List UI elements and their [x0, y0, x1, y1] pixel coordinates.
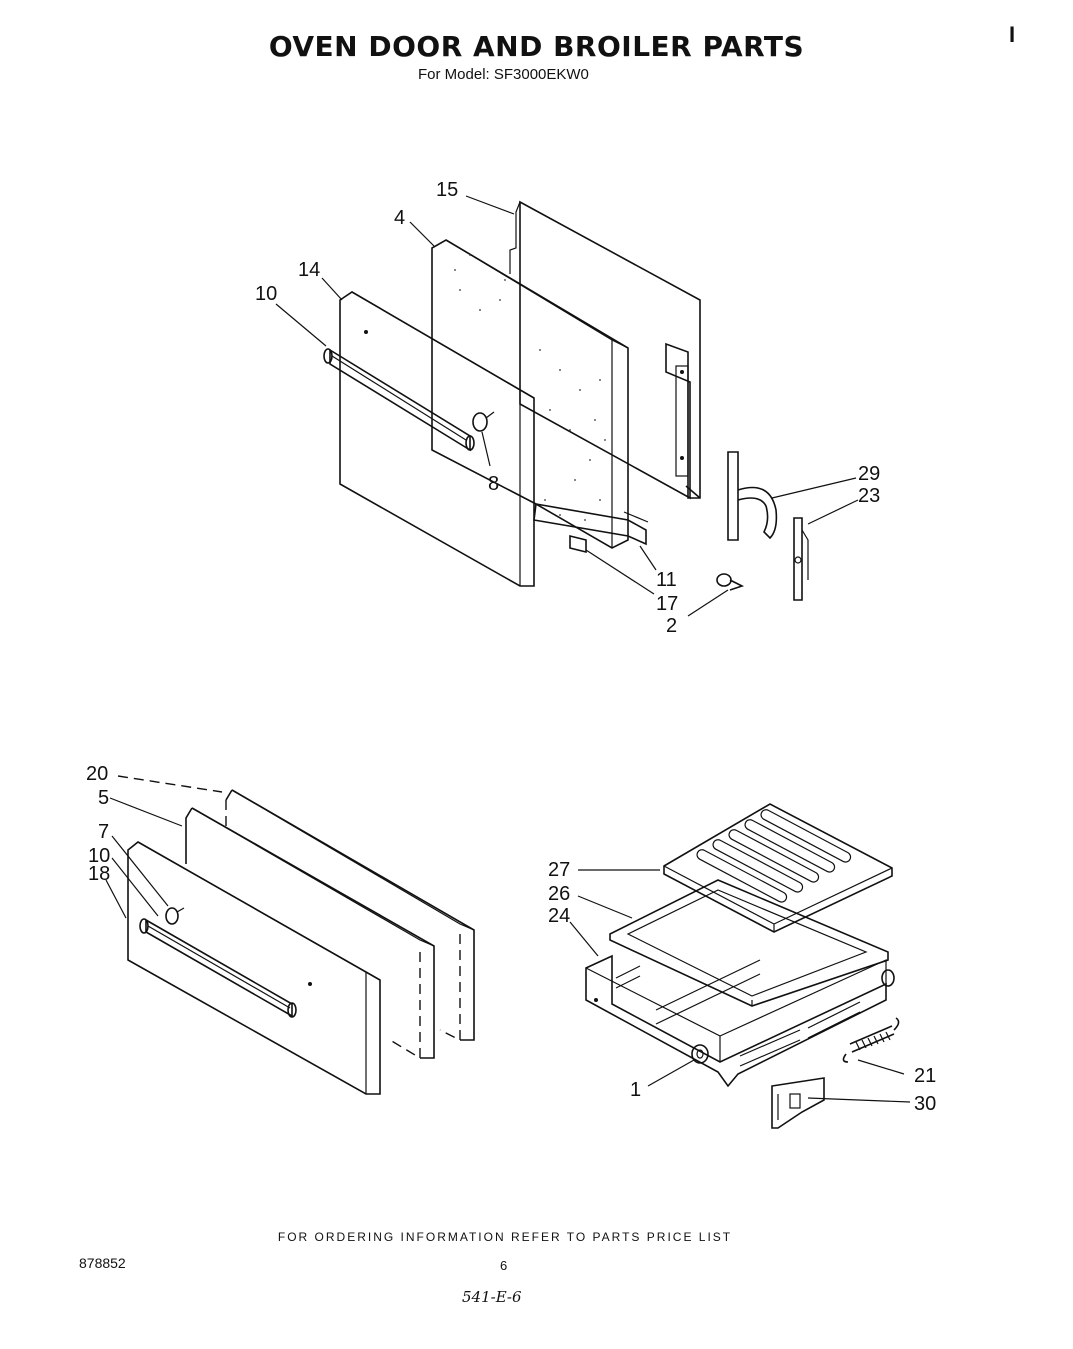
part-2-bumper — [716, 573, 745, 591]
callout-24: 24 — [548, 905, 570, 927]
callout-7: 7 — [98, 821, 109, 843]
callout-29: 29 — [858, 463, 880, 485]
part-23-hinge-receiver — [793, 517, 809, 601]
part-24-broiler-drawer — [585, 954, 895, 1088]
callout-23: 23 — [858, 485, 880, 507]
callout-21: 21 — [914, 1065, 936, 1087]
callout-26: 26 — [548, 883, 570, 905]
corner-mark: I — [1009, 22, 1016, 47]
part-5-drawer-insulation — [185, 807, 435, 1060]
part-17-clip — [569, 534, 587, 554]
model-subtitle: For Model: SF3000EKW0 — [418, 66, 589, 83]
callout-5: 5 — [98, 787, 109, 809]
part-14-outer-door — [339, 291, 535, 587]
callout-10-bottom: 10 — [88, 845, 110, 867]
document-number: 878852 — [79, 1255, 126, 1271]
part-15-door-liner — [509, 200, 701, 500]
bottom-right-leader-lines — [569, 869, 911, 1103]
part-10-door-handle — [323, 348, 475, 452]
part-8-screw — [472, 411, 495, 432]
part-1-roller — [691, 1044, 709, 1064]
part-21-spring — [842, 1017, 900, 1063]
page-title: OVEN DOOR AND BROILER PARTS — [268, 30, 805, 63]
callout-8: 8 — [488, 473, 499, 495]
callout-18: 18 — [88, 863, 110, 885]
part-26-broiler-pan — [609, 879, 889, 1007]
part-18-drawer-panel — [127, 841, 381, 1095]
callout-15: 15 — [436, 179, 458, 201]
part-27-broiler-grid — [663, 803, 893, 933]
ordering-note: FOR ORDERING INFORMATION REFER TO PARTS … — [277, 1230, 733, 1244]
part-7-screw — [165, 907, 185, 925]
callout-1: 1 — [630, 1079, 641, 1101]
callout-30: 30 — [914, 1093, 936, 1115]
handwritten-note: 541-E-6 — [462, 1288, 522, 1306]
callout-11: 11 — [656, 569, 677, 591]
part-20-drawer-liner — [225, 789, 475, 1042]
part-10-drawer-handle — [139, 918, 297, 1018]
callout-4: 4 — [394, 207, 405, 229]
callout-2: 2 — [666, 615, 677, 637]
part-4-insulation — [431, 239, 629, 549]
callout-17: 17 — [656, 593, 678, 615]
part-11-bottom-rail — [533, 503, 649, 546]
part-29-hinge — [727, 451, 778, 541]
page-number: 6 — [500, 1258, 508, 1273]
callout-20: 20 — [86, 763, 108, 785]
callout-10-top: 10 — [255, 283, 277, 305]
bottom-left-leader-lines — [105, 775, 223, 919]
part-30-bracket — [771, 1077, 825, 1129]
callout-27: 27 — [548, 859, 570, 881]
callout-14: 14 — [298, 259, 320, 281]
top-leader-lines — [275, 195, 859, 617]
